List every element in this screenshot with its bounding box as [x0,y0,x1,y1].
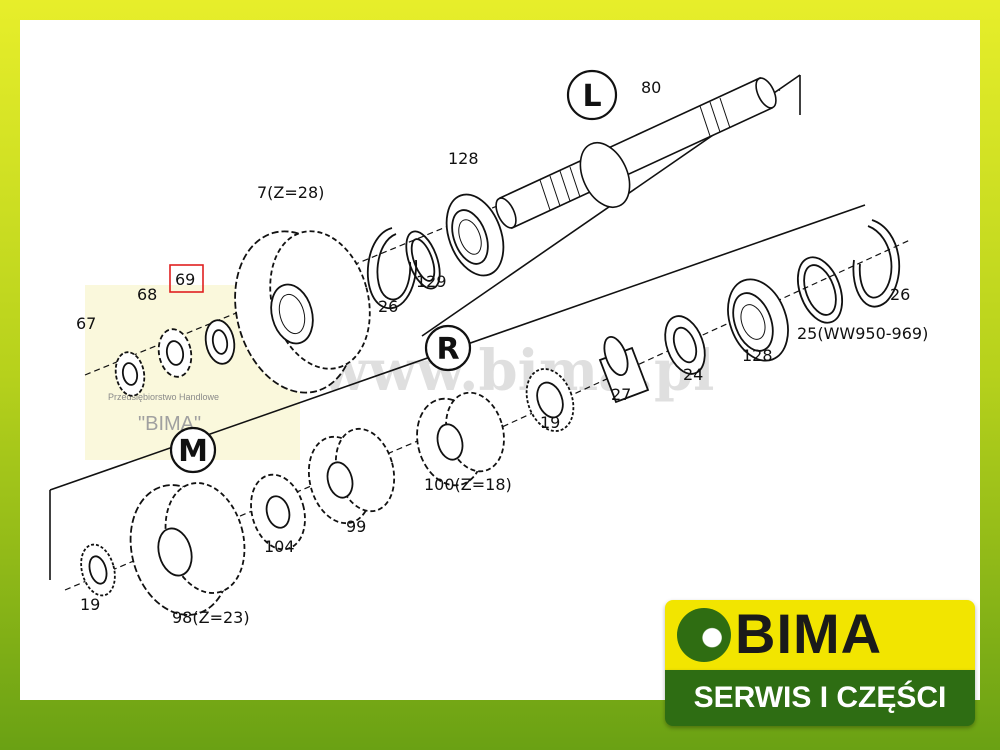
svg-text:R: R [436,332,459,367]
gear-104 [250,473,306,551]
watermark-url: www.bima.pl [319,338,714,404]
logo-top-band: BIMA [665,600,975,670]
label-part-128-right: 128 [742,346,773,365]
gear-7 [234,230,371,394]
snap-ring-26-top [367,227,417,310]
bima-logo: BIMA SERWIS I CZĘŚCI [665,600,975,730]
label-part-67: 67 [76,314,96,333]
watermark-company: Przedsiębiorstwo Handlowe [108,392,219,402]
svg-text:M: M [178,434,208,469]
section-R: R [424,324,472,372]
lock-washer-68 [157,328,193,378]
diagram-frame: www.bima.pl Przedsiębiorstwo Handlowe "B… [20,20,980,700]
label-part-19-left: 19 [80,595,100,614]
needle-bearing-19-left [80,543,116,597]
highlight-box-69 [169,264,204,293]
label-part-99: 99 [346,517,366,536]
logo-brand: BIMA [735,602,883,665]
snap-ring-26-right [852,219,900,308]
label-part-69: 69 [175,270,195,289]
logo-ball-icon [677,608,731,662]
bearing-128-right [727,278,789,362]
label-part-100: 100(Z=18) [424,475,512,494]
label-part-24: 24 [683,365,703,384]
washer-69 [204,319,236,365]
needle-bearing-19-right [525,368,575,432]
label-part-7: 7(Z=28) [257,183,324,202]
label-part-27: 27 [611,385,631,404]
label-part-19-right: 19 [540,413,560,432]
section-L: L [566,69,618,121]
bearing-128-top [445,193,505,277]
label-part-129: 129 [416,272,447,291]
label-part-104: 104 [264,537,295,556]
section-M: M [169,426,217,474]
gear-98 [129,482,246,616]
ring-25 [796,256,844,324]
label-part-25: 25(WW950-969) [797,324,928,343]
sleeve-27 [598,335,650,404]
exploded-gear-diagram: www.bima.pl Przedsiębiorstwo Handlowe "B… [49,69,928,627]
label-part-26-right: 26 [890,285,910,304]
logo-tagline: SERWIS I CZĘŚCI [693,681,947,714]
nut-67 [114,351,146,397]
ring-24 [664,315,706,375]
svg-text:L: L [582,79,601,114]
label-part-80: 80 [641,78,661,97]
logo-bottom-band: SERWIS I CZĘŚCI [665,670,975,726]
label-part-26-top: 26 [378,297,398,316]
main-shaft-80 [495,76,777,230]
label-part-128-top: 128 [448,149,479,168]
gear-99 [307,427,396,525]
gear-100 [416,391,505,487]
label-part-98: 98(Z=23) [172,608,250,627]
label-part-68: 68 [137,285,157,304]
